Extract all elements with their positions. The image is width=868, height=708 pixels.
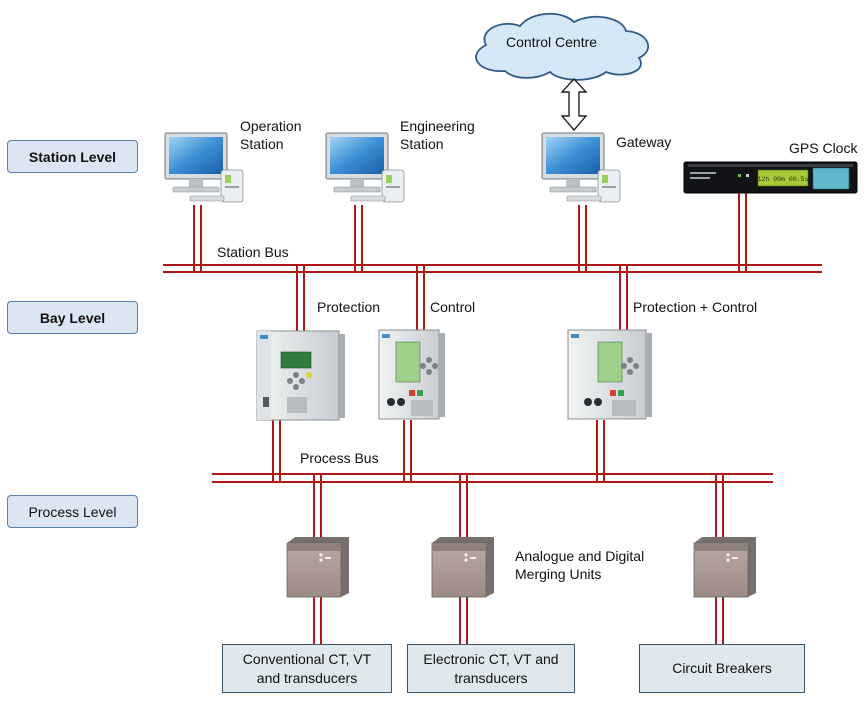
bay-level-box: Bay Level (7, 301, 138, 334)
process-bus-label: Process Bus (300, 450, 379, 466)
computer-icon (325, 132, 405, 203)
gps-display-text: 12h 00m 00.5s (758, 176, 809, 183)
gps-clock-device: 12h 00m 00.5s (683, 161, 858, 194)
control-centre-cloud (475, 12, 650, 81)
protection-control-relay (567, 329, 652, 420)
control-centre-label: Control Centre (506, 34, 598, 50)
station-bus (163, 264, 822, 273)
operation-station-label: Operation Station (240, 118, 302, 152)
merging-unit (693, 537, 756, 598)
gateway-label: Gateway (616, 134, 672, 150)
protection-control-label: Protection + Control (633, 299, 758, 315)
station-bus-label: Station Bus (217, 244, 289, 260)
double-arrow-icon (560, 77, 588, 132)
control-relay (378, 329, 445, 420)
merging-units-label: Analogue and Digital Merging Units (515, 548, 645, 582)
electronic-ct-vt-box: Electronic CT, VT and transducers (407, 644, 575, 693)
process-level-box: Process Level (7, 495, 138, 528)
gps-clock-label: GPS Clock (789, 140, 858, 156)
protection-relay (256, 330, 345, 421)
merging-unit (286, 537, 349, 598)
station-level-box: Station Level (7, 140, 138, 173)
engineering-station-label: Engineering Station (400, 118, 475, 152)
protection-label: Protection (317, 299, 381, 315)
computer-icon (541, 132, 621, 203)
circuit-breakers-box: Circuit Breakers (639, 644, 805, 693)
merging-unit (431, 537, 494, 598)
process-bus (212, 473, 773, 483)
control-label: Control (430, 299, 476, 315)
conventional-ct-vt-box: Conventional CT, VT and transducers (222, 644, 392, 693)
computer-icon (164, 132, 244, 203)
bus-links (193, 192, 747, 644)
